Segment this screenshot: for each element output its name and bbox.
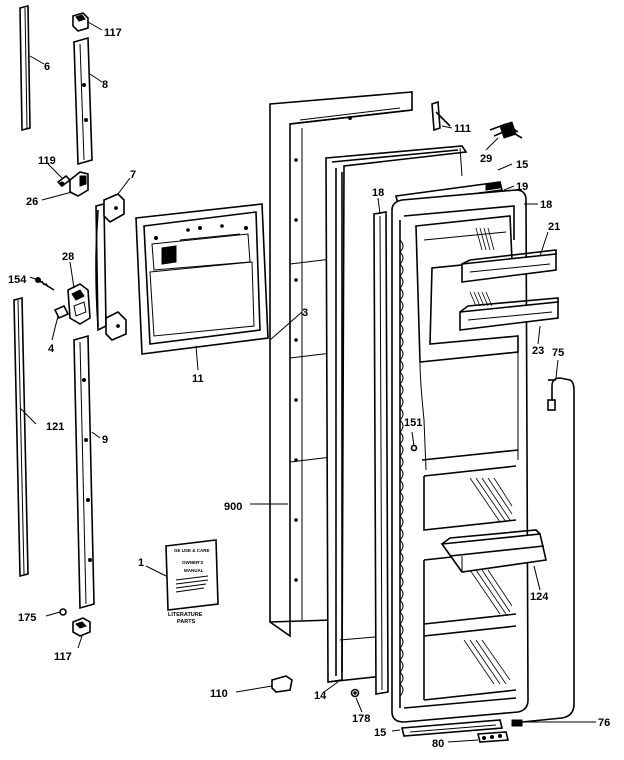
part-14-gasket (325, 145, 468, 683)
callout-75: 75 (552, 347, 564, 359)
part-8-strip (73, 36, 93, 166)
callout-110: 110 (210, 688, 228, 700)
part-111-pin (431, 100, 451, 132)
callout-76: 76 (598, 717, 610, 729)
part-29-spring (489, 121, 523, 139)
part-121-strip (13, 296, 29, 578)
callout-14: 14 (314, 690, 327, 702)
leader-lines (19, 21, 596, 743)
part-1-literature-card: GE USE & CARE OWNER'S MANUAL LITERATURE … (165, 539, 219, 625)
callout-26: 26 (26, 196, 38, 208)
part-7-handle (95, 193, 127, 341)
part-9-strip (73, 334, 95, 610)
part-117-cap-top (72, 12, 89, 32)
part-178-screw (350, 688, 360, 698)
callout-15-top: 15 (516, 159, 528, 171)
part-18-trim-left (373, 211, 389, 695)
callout-151: 151 (404, 417, 422, 429)
part-11-dispenser-panel (135, 203, 269, 355)
callout-18-left: 18 (372, 187, 384, 199)
callout-labels: 117 6 8 119 26 7 28 154 4 121 9 11 3 1 1… (8, 27, 610, 750)
callout-11: 11 (192, 373, 204, 385)
callout-124: 124 (530, 591, 549, 603)
callout-178: 178 (352, 713, 370, 725)
part-154-screw (35, 277, 55, 291)
literature-caption-line2: PARTS (177, 619, 196, 625)
callout-29: 29 (480, 153, 492, 165)
callout-80: 80 (432, 738, 444, 750)
callout-4: 4 (48, 343, 55, 355)
callout-21: 21 (548, 221, 560, 233)
part-23-shelf (459, 297, 559, 331)
callout-119: 119 (38, 155, 56, 167)
part-4-bracket (53, 304, 70, 320)
part-124-bin (440, 529, 547, 573)
callout-6: 6 (44, 61, 50, 73)
callout-8: 8 (102, 79, 108, 91)
part-75-76-wire (511, 377, 575, 727)
callout-19: 19 (516, 181, 528, 193)
callout-154: 154 (8, 274, 27, 286)
callout-23: 23 (532, 345, 544, 357)
callout-18-right: 18 (540, 199, 552, 211)
part-26-bracket (69, 171, 89, 197)
callout-3: 3 (302, 307, 308, 319)
part-175-screw (59, 608, 67, 616)
callout-9: 9 (102, 434, 108, 446)
part-117-cap-bottom (72, 617, 91, 637)
part-110-clip (271, 675, 293, 693)
callout-111: 111 (454, 123, 471, 135)
callout-175: 175 (18, 612, 36, 624)
callout-121: 121 (46, 421, 64, 433)
part-15-bottom-bracket (400, 719, 504, 737)
part-151-screw (410, 444, 418, 452)
literature-line2: OWNER'S (182, 560, 203, 565)
part-21-shelf (461, 249, 557, 283)
part-119-screw (56, 174, 72, 188)
callout-28: 28 (62, 251, 74, 263)
literature-line3: MANUAL (184, 568, 204, 573)
callout-117-bottom: 117 (54, 651, 72, 663)
literature-line1: GE USE & CARE (174, 548, 210, 553)
part-80-clips (476, 731, 510, 743)
part-28-hinge-block (67, 283, 91, 325)
part-6-strip (19, 4, 31, 132)
callout-7: 7 (130, 169, 136, 181)
liner-hatching-bottom (463, 477, 513, 685)
callout-900: 900 (224, 501, 242, 513)
callout-1: 1 (138, 557, 144, 569)
callout-117-top: 117 (104, 27, 122, 39)
literature-caption-line1: LITERATURE (168, 612, 203, 618)
callout-15-bottom: 15 (374, 727, 386, 739)
part-900-outer-door (269, 91, 413, 638)
